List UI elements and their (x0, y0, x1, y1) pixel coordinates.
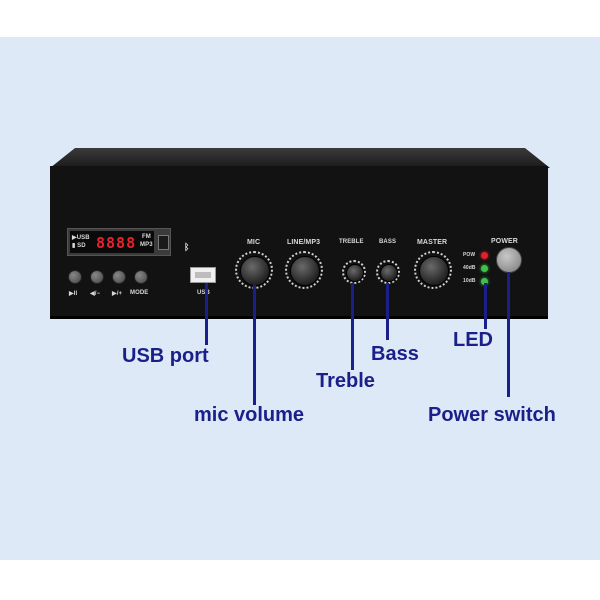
mic-volume-leader-line (253, 285, 256, 405)
mic-volume-callout: mic volume (194, 404, 305, 426)
mode-label: MODE (130, 290, 149, 296)
line-mp3-volume-knob[interactable] (290, 256, 320, 286)
display-sd-indicator: ▮ SD (72, 243, 86, 249)
bluetooth-icon: ᛒ (184, 242, 190, 252)
next-button[interactable] (112, 270, 126, 284)
treble-callout: Treble (316, 370, 375, 392)
mic-volume-knob[interactable] (240, 256, 270, 286)
usb-port[interactable] (190, 267, 216, 283)
power-switch[interactable] (496, 247, 522, 273)
mic-label: MIC (247, 239, 261, 246)
treble-leader-line (351, 283, 354, 370)
display-button[interactable] (158, 235, 169, 250)
mode-button[interactable] (134, 270, 148, 284)
led-leader-line (484, 283, 487, 329)
led-pow-label: POW (463, 252, 476, 258)
master-label: MASTER (417, 239, 448, 246)
led-40db-label: 40dB (463, 265, 476, 271)
previous-label: ◀/− (90, 291, 101, 297)
usb-port-leader-line (205, 283, 208, 345)
display-fm-indicator: FM (142, 234, 151, 240)
next-label: ▶/+ (112, 291, 123, 297)
led-callout: LED (453, 329, 493, 351)
master-volume-knob[interactable] (419, 256, 449, 286)
amplifier-front-panel: ▶USB ▮ SD 8888 FM MP3 ᛒ ▶II ◀/− ▶/+ MODE… (50, 166, 548, 319)
line-knob-scale (285, 251, 323, 289)
play-pause-label: ▶II (69, 291, 78, 297)
power-switch-leader-line (507, 272, 510, 397)
play-pause-button[interactable] (68, 270, 82, 284)
bass-leader-line (386, 283, 389, 340)
usb-port-callout: USB port (122, 345, 209, 367)
bass-callout: Bass (371, 343, 419, 365)
display-mp3-indicator: MP3 (140, 242, 153, 248)
line-mp3-label: LINE/MP3 (287, 239, 321, 246)
led-10db-indicator (481, 278, 488, 285)
power-switch-callout: Power switch (428, 404, 556, 426)
led-pow-indicator (481, 252, 488, 259)
treble-knob[interactable] (346, 264, 364, 282)
previous-button[interactable] (90, 270, 104, 284)
usb-label: USB (197, 290, 210, 296)
display-screen: ▶USB ▮ SD 8888 FM MP3 (70, 231, 154, 253)
amplifier-top-cover (50, 148, 550, 168)
display-usb-indicator: ▶USB (72, 235, 90, 241)
bass-knob[interactable] (380, 264, 398, 282)
led-10db-label: 10dB (463, 278, 476, 284)
display-digits: 8888 (96, 234, 137, 252)
led-40db-indicator (481, 265, 488, 272)
power-label: POWER (491, 238, 518, 245)
treble-label: TREBLE (339, 239, 364, 245)
master-knob-scale (414, 251, 452, 289)
treble-knob-scale (342, 260, 366, 284)
bass-label: BASS (379, 239, 397, 245)
led-display: ▶USB ▮ SD 8888 FM MP3 (67, 228, 171, 256)
